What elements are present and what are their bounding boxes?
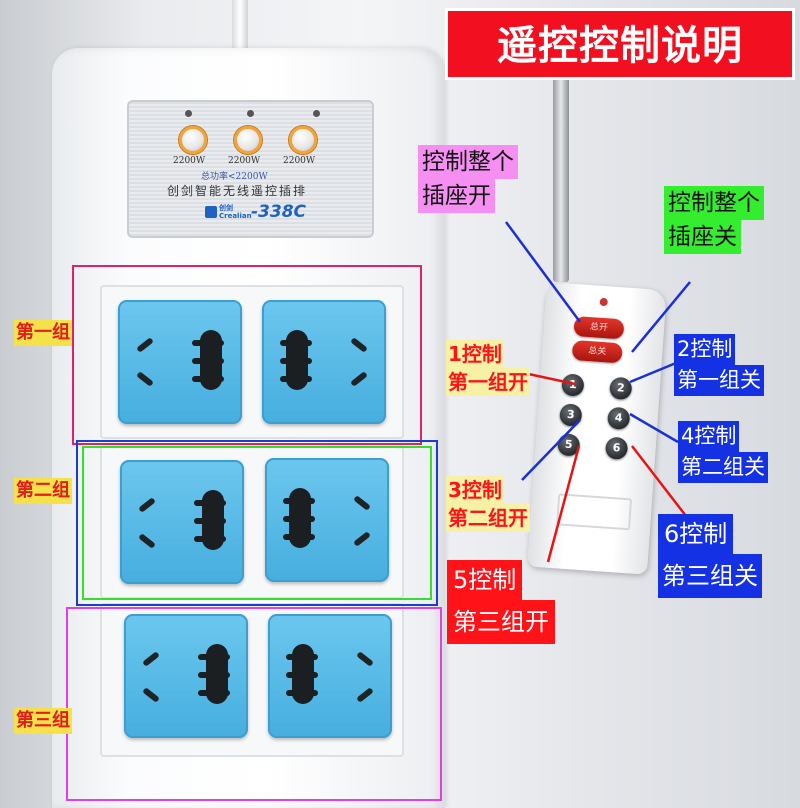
group-2-box xyxy=(76,440,438,606)
callout-text: 6控制 xyxy=(658,514,734,554)
socket-switch-button[interactable] xyxy=(289,126,317,154)
indicator-led xyxy=(313,110,320,117)
callout-text: 5控制 xyxy=(447,560,523,600)
callout-text: 插座关 xyxy=(664,220,741,254)
arrow-all-off xyxy=(631,281,691,353)
button-power-label: 2200W xyxy=(173,156,206,166)
callout-button-4: 4控制 第二组关 xyxy=(678,421,768,483)
callout-text: 第二组开 xyxy=(446,504,530,532)
arrow-button-3 xyxy=(521,419,581,481)
callout-all-on: 控制整个 插座开 xyxy=(418,145,518,213)
group-2-label: 第二组 xyxy=(14,478,72,504)
group-1-box xyxy=(72,265,422,445)
callout-button-6: 6控制 第三组关 xyxy=(658,514,762,598)
arrow-button-4 xyxy=(629,412,679,444)
callout-text: 2控制 xyxy=(674,334,736,365)
callout-text: 第三组开 xyxy=(447,600,555,644)
outlet-socket xyxy=(268,614,392,738)
product-name: 创剑智能无线遥控插排 xyxy=(167,184,308,198)
power-cord xyxy=(232,0,248,52)
control-panel: 2200W 2200W 2200W 总功率<2200W 创剑智能无线遥控插排 创… xyxy=(127,100,374,238)
logo-bottom-text: Crealian xyxy=(219,212,252,220)
group-3-label: 第三组 xyxy=(14,708,72,734)
callout-text: 控制整个 xyxy=(664,186,764,220)
arrow-button-2 xyxy=(629,361,677,384)
outlet-socket xyxy=(124,614,248,738)
arrow-all-on xyxy=(504,221,582,323)
callout-all-off: 控制整个 插座关 xyxy=(664,186,764,254)
logo-top-text: 创剑 xyxy=(219,204,233,212)
callout-button-5: 5控制 第三组开 xyxy=(447,560,555,644)
socket-switch-button[interactable] xyxy=(179,126,207,154)
indicator-led xyxy=(247,110,254,117)
model-number: -338C xyxy=(251,202,307,222)
arrow-button-6 xyxy=(631,445,687,517)
callout-text: 第三组关 xyxy=(658,554,762,598)
callout-text: 控制整个 xyxy=(418,145,518,179)
button-power-label: 2200W xyxy=(228,156,261,166)
group-2-inner-box xyxy=(82,446,432,600)
remote-antenna xyxy=(553,52,569,282)
title-banner: 遥控控制说明 xyxy=(445,8,795,80)
callout-text: 4控制 xyxy=(678,421,740,452)
callout-text: 第一组关 xyxy=(674,365,764,396)
callout-text: 第一组开 xyxy=(446,368,530,396)
arrow-button-5 xyxy=(546,445,581,563)
brand-logo-icon xyxy=(205,206,217,218)
callout-text: 第二组关 xyxy=(678,452,768,483)
socket-switch-button[interactable] xyxy=(234,126,262,154)
callout-text: 3控制 xyxy=(446,476,504,504)
outlet-socket xyxy=(120,460,244,584)
group-1-label: 第一组 xyxy=(14,320,72,346)
callout-button-2: 2控制 第一组关 xyxy=(674,334,764,396)
button-power-label: 2200W xyxy=(283,156,316,166)
total-power-label: 总功率<2200W xyxy=(201,172,268,182)
outlet-socket xyxy=(118,300,242,424)
callout-text: 1控制 xyxy=(446,340,504,368)
brand-logo: 创剑 Crealian xyxy=(219,204,252,220)
indicator-led xyxy=(185,110,192,117)
outlet-socket xyxy=(262,300,386,424)
callout-text: 插座开 xyxy=(418,179,495,213)
callout-button-3: 3控制 第二组开 xyxy=(446,476,530,532)
callout-button-1: 1控制 第一组开 xyxy=(446,340,530,396)
outlet-socket xyxy=(265,458,389,582)
